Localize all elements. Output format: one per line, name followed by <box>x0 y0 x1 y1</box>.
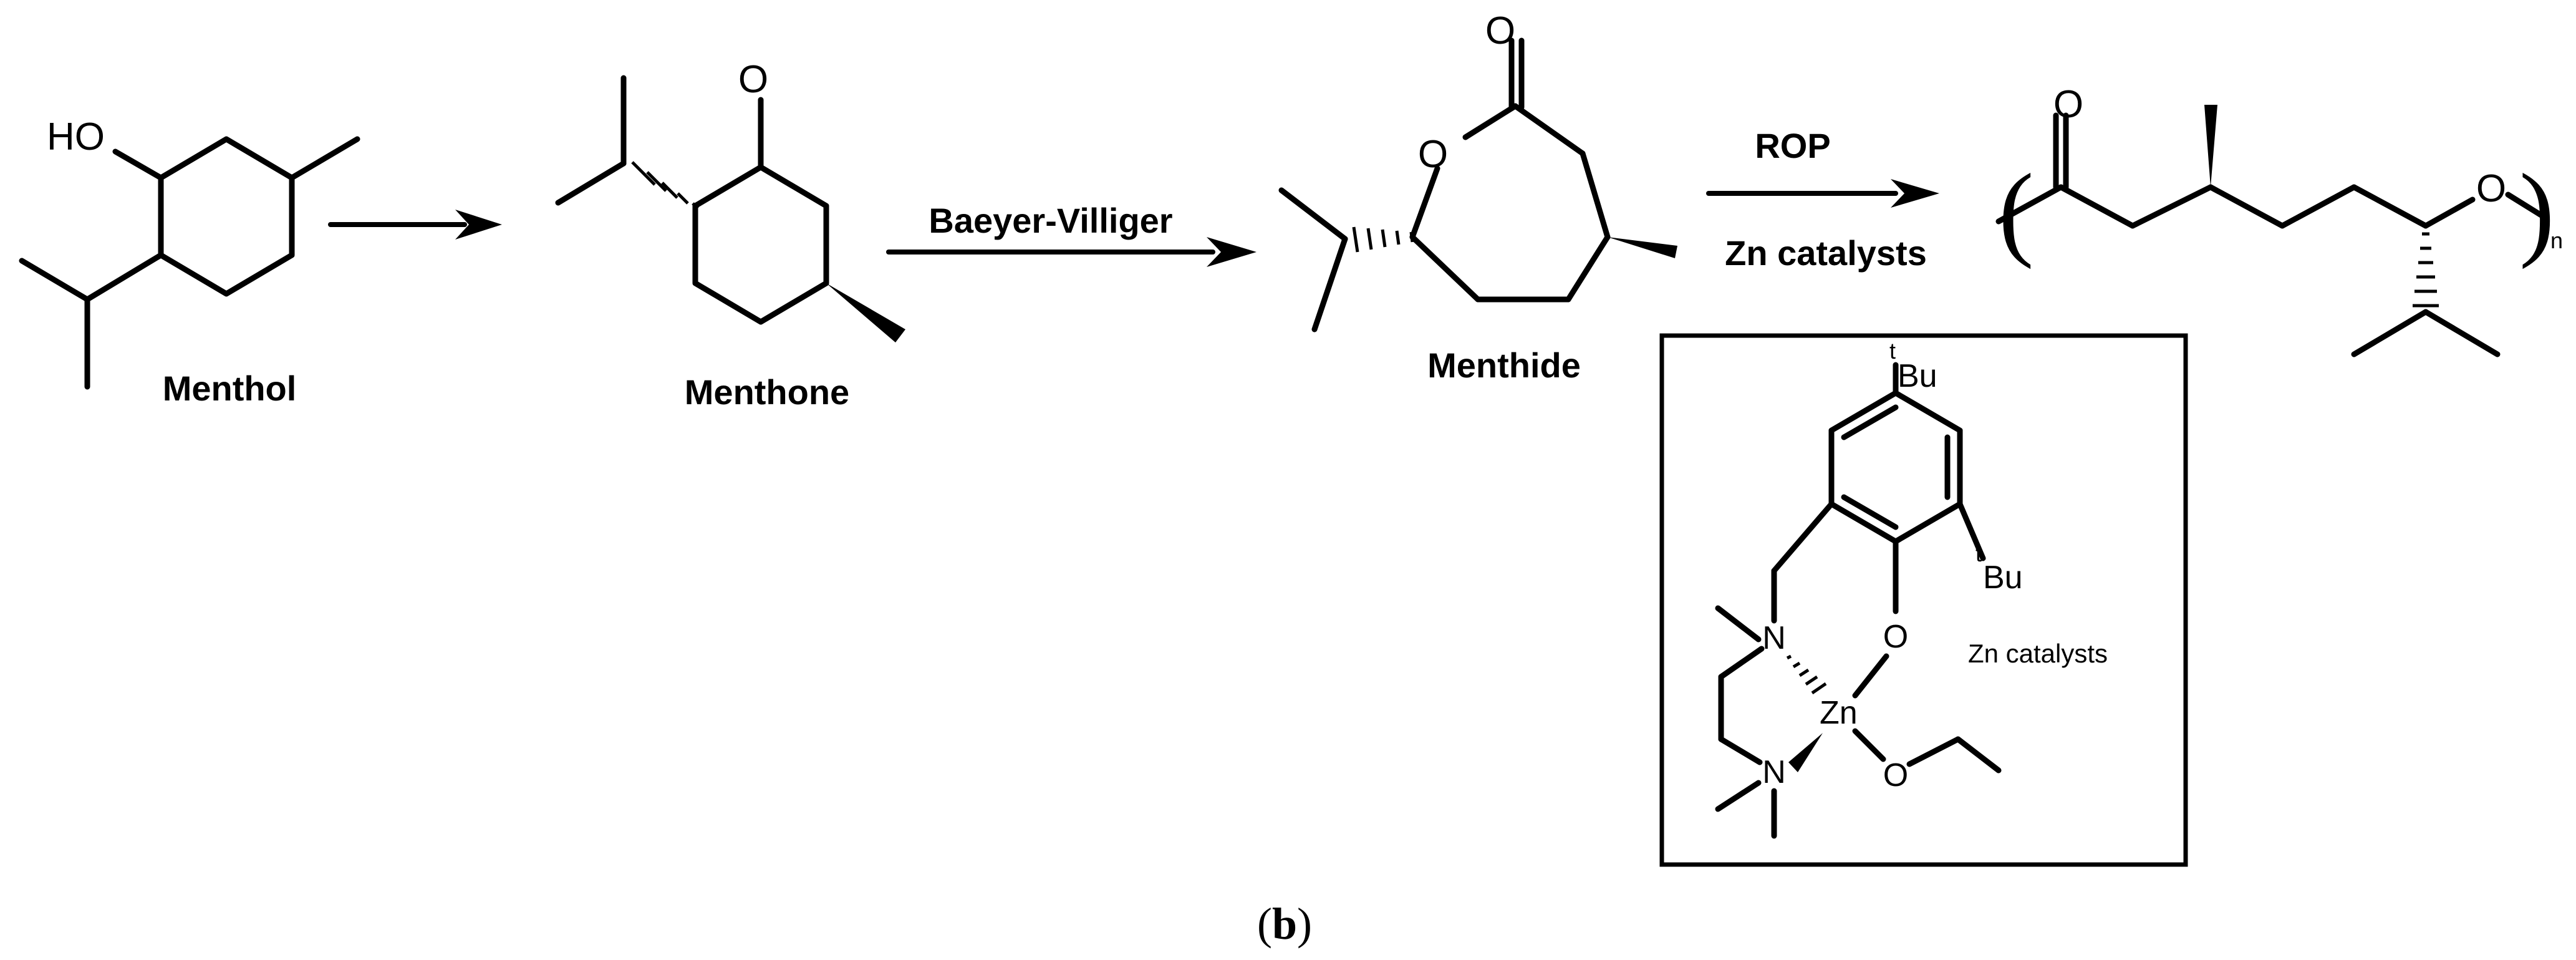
menthone-hashed-bond <box>631 161 699 210</box>
ethoxide-o-label: O <box>1883 757 1908 793</box>
menthide-wedge-bond <box>1608 237 1677 258</box>
baeyer-villiger-label: Baeyer-Villiger <box>929 201 1172 240</box>
polymer-hashed-bond <box>2413 232 2439 308</box>
menthide-ring-o-label: O <box>1418 133 1448 176</box>
menthone-label: Menthone <box>685 372 849 412</box>
zn-label: Zn <box>1820 695 1858 731</box>
phenoxide-o-label: O <box>1883 619 1908 655</box>
menthide-label: Menthide <box>1427 346 1581 385</box>
polymer-structure: O O ( ) n <box>1995 83 2563 357</box>
polymer-repeat-subscript: n <box>2550 228 2563 253</box>
polymer-right-bracket: ) <box>2519 152 2555 269</box>
n-top-label: N <box>1762 620 1786 656</box>
tbu-label-right: Bu <box>1983 560 2023 596</box>
panel-label: (b) <box>1257 899 1312 949</box>
arrow-menthide-to-polymer: ROP Zn catalysts <box>1706 126 1939 273</box>
menthide-hashed-bond <box>1352 226 1414 253</box>
menthide-carbonyl-o-label: O <box>1485 9 1515 52</box>
polymer-left-bracket: ( <box>1999 152 2034 269</box>
menthol-structure: HO Menthol <box>19 115 360 408</box>
zn-n-hashed-bond <box>1786 654 1827 695</box>
arrow-menthone-to-menthide: Baeyer-Villiger <box>886 201 1257 267</box>
tbu-label-top: Bu <box>1898 358 1937 394</box>
menthone-structure: O Menthone <box>555 58 905 412</box>
polymer-chain-o-label: O <box>2476 167 2506 210</box>
rop-label: ROP <box>1755 126 1830 165</box>
zn-catalyst-box: t Bu t Bu O N Zn N O Zn catalysts <box>1659 333 2188 867</box>
zn-catalysts-box-label: Zn catalysts <box>1968 639 2108 668</box>
menthone-carbonyl-o-label: O <box>738 58 768 101</box>
menthone-wedge-bond <box>826 283 905 342</box>
menthol-hydroxyl-label: HO <box>47 115 105 158</box>
zn-n-wedge-bond <box>1788 733 1823 772</box>
polymer-carbonyl-o-label: O <box>2053 83 2083 126</box>
n-bottom-label: N <box>1762 754 1786 790</box>
arrow-menthol-to-menthone <box>328 210 502 240</box>
zn-catalysts-arrow-label: Zn catalysts <box>1725 233 1927 273</box>
tbu-prefix-right: t <box>1975 541 1982 566</box>
tbu-prefix-top: t <box>1889 338 1896 364</box>
menthol-label: Menthol <box>163 369 297 408</box>
polymer-wedge-bond <box>2204 105 2217 187</box>
menthide-structure: O O Menthide <box>1278 9 1677 385</box>
